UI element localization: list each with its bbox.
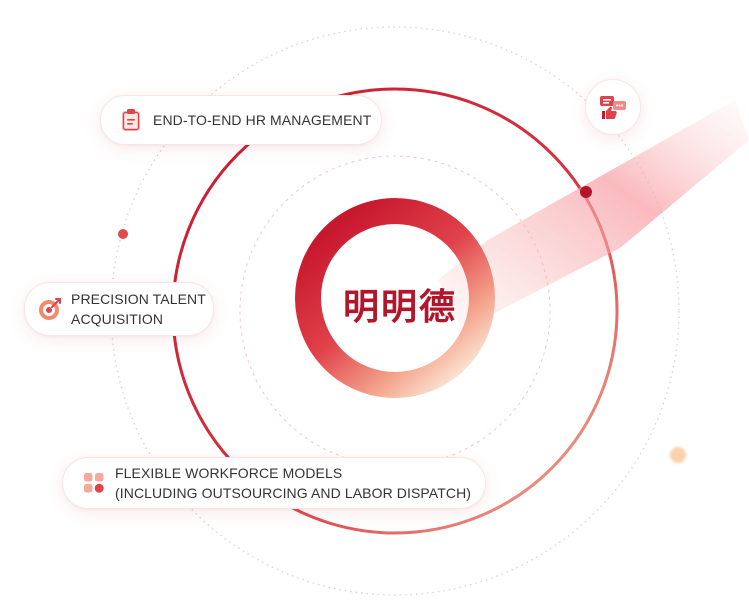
center-donut bbox=[295, 198, 495, 398]
target-icon bbox=[37, 296, 63, 322]
center-title: 明明德 bbox=[342, 287, 457, 328]
item-flex-line1: FLEXIBLE WORKFORCE MODELS bbox=[115, 465, 343, 481]
item-flex-line2: (INCLUDING OUTSOURCING AND LABOR DISPATC… bbox=[115, 485, 472, 501]
item-hr-label: END-TO-END HR MANAGEMENT bbox=[153, 112, 372, 128]
light-beam bbox=[438, 100, 749, 330]
inner-dashed-orbit bbox=[239, 155, 551, 467]
item-talent-line1: PRECISION TALENT bbox=[71, 291, 206, 307]
item-talent-line2: ACQUISITION bbox=[71, 311, 164, 327]
accent-dot-orange bbox=[670, 447, 686, 463]
chat-badge bbox=[585, 79, 641, 135]
accent-dot-red bbox=[118, 229, 128, 239]
clipboard-icon bbox=[119, 108, 143, 132]
grid-icon bbox=[83, 472, 105, 494]
item-precision-talent: PRECISION TALENT ACQUISITION bbox=[24, 282, 214, 336]
item-end-to-end-hr: END-TO-END HR MANAGEMENT bbox=[100, 95, 382, 145]
item-talent-label: PRECISION TALENT ACQUISITION bbox=[71, 289, 206, 329]
chat-thumbs-up-icon bbox=[600, 96, 626, 119]
item-flex-label: FLEXIBLE WORKFORCE MODELS (INCLUDING OUT… bbox=[115, 463, 471, 503]
ring-marker-dot bbox=[580, 186, 592, 198]
item-flexible-workforce: FLEXIBLE WORKFORCE MODELS (INCLUDING OUT… bbox=[62, 457, 486, 509]
